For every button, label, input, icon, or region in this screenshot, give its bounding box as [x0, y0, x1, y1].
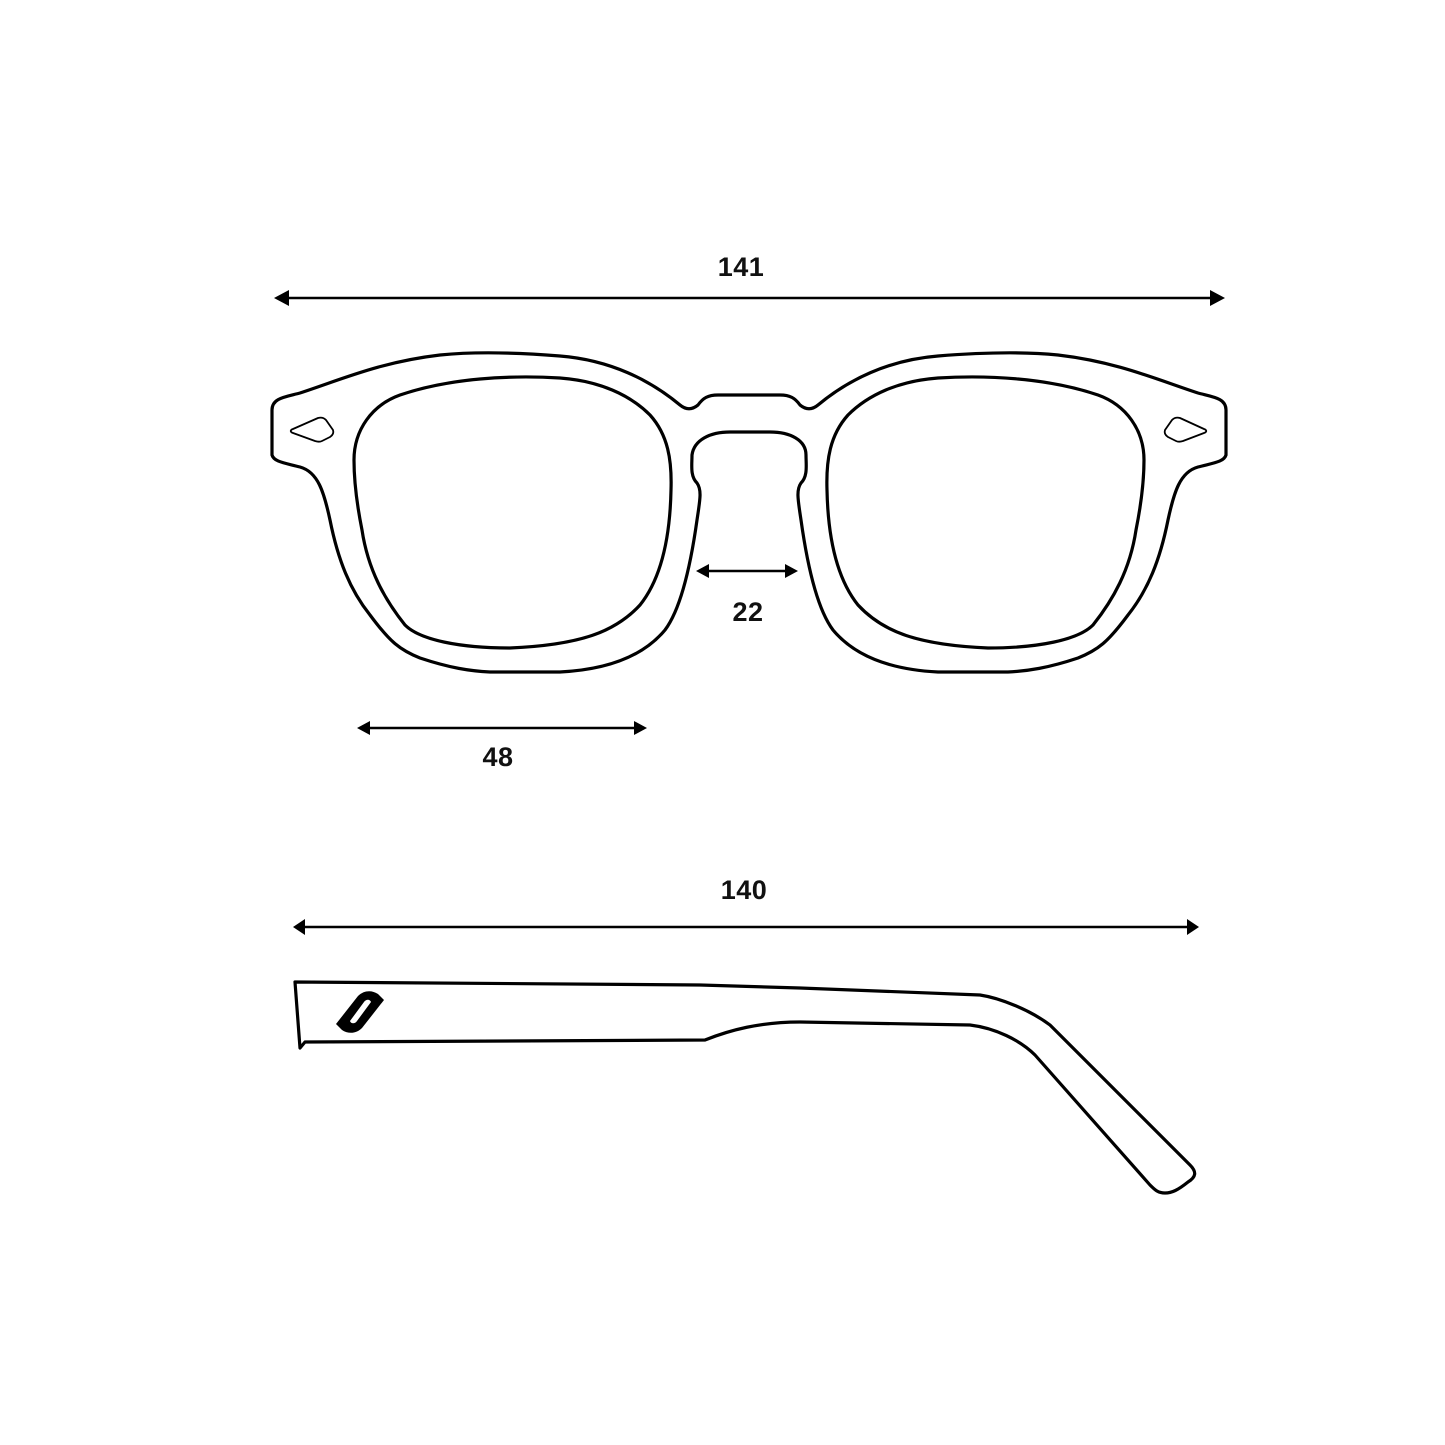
total-width-label: 141	[717, 252, 765, 282]
right-rivet-icon	[1163, 416, 1208, 443]
front-frame	[270, 351, 1228, 674]
lens-width-label: 48	[482, 742, 514, 772]
total-width-dimension-arrow	[274, 290, 1225, 306]
temple-length-label: 140	[720, 875, 768, 905]
left-rivet-icon	[289, 416, 335, 443]
temple-arm	[293, 980, 1197, 1195]
temple-length-dimension-arrow	[293, 919, 1199, 935]
left-lens-outline	[352, 375, 673, 650]
right-lens-outline	[825, 375, 1146, 650]
slanted-zero-logo-icon	[336, 991, 384, 1033]
bridge-width-label: 22	[732, 597, 764, 627]
bridge-width-dimension-arrow	[696, 564, 798, 578]
frame-outer-outline	[270, 351, 1228, 674]
temple-arm-outline	[293, 980, 1197, 1195]
lens-width-dimension-arrow	[357, 721, 647, 735]
